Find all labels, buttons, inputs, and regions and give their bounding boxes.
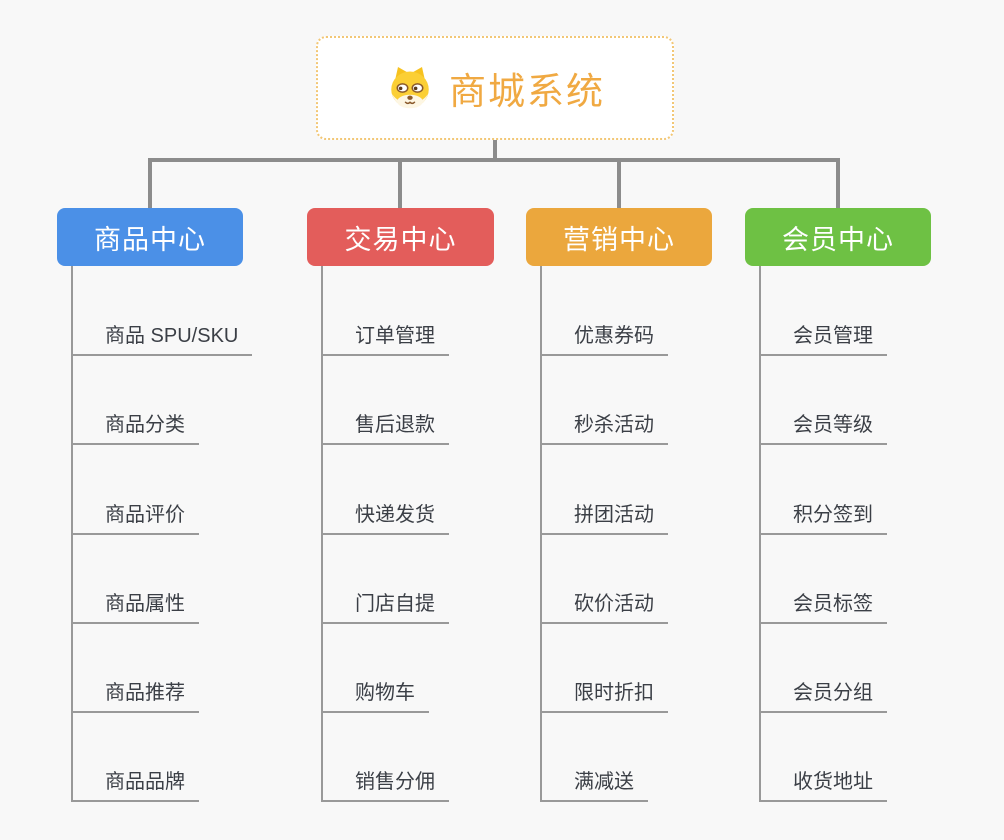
topic-node[interactable]: 商品属性 xyxy=(71,588,199,624)
topic-node[interactable]: 拼团活动 xyxy=(540,499,668,535)
branch-node-trade-center[interactable]: 交易中心 xyxy=(307,208,494,266)
topic-node[interactable]: 会员标签 xyxy=(759,588,887,624)
topic-node[interactable]: 会员分组 xyxy=(759,677,887,713)
topic-node[interactable]: 限时折扣 xyxy=(540,677,668,713)
root-title: 商城系统 xyxy=(449,71,605,112)
topic-node[interactable]: 订单管理 xyxy=(321,320,449,356)
topic-node[interactable]: 门店自提 xyxy=(321,588,449,624)
topic-node[interactable]: 会员管理 xyxy=(759,320,887,356)
drop-connector-2 xyxy=(398,158,402,208)
topic-node[interactable]: 快递发货 xyxy=(321,499,449,535)
topic-node[interactable]: 会员等级 xyxy=(759,409,887,445)
branch-node-member-center[interactable]: 会员中心 xyxy=(745,208,931,266)
topic-node[interactable]: 售后退款 xyxy=(321,409,449,445)
topic-node[interactable]: 商品品牌 xyxy=(71,766,199,802)
topic-node[interactable]: 满减送 xyxy=(540,766,648,802)
root-stem-connector xyxy=(493,140,497,160)
topic-node[interactable]: 砍价活动 xyxy=(540,588,668,624)
bus-connector xyxy=(148,158,840,162)
topic-node[interactable]: 积分签到 xyxy=(759,499,887,535)
drop-connector-4 xyxy=(836,158,840,208)
root-node[interactable]: 商城系统 xyxy=(316,36,674,140)
topic-node[interactable]: 购物车 xyxy=(321,677,429,713)
shiba-dog-icon xyxy=(391,67,429,109)
topic-node[interactable]: 秒杀活动 xyxy=(540,409,668,445)
branch-node-product-center[interactable]: 商品中心 xyxy=(57,208,243,266)
topic-node[interactable]: 收货地址 xyxy=(759,766,887,802)
topic-node[interactable]: 优惠券码 xyxy=(540,320,668,356)
drop-connector-3 xyxy=(617,158,621,208)
topic-node[interactable]: 商品 SPU/SKU xyxy=(71,320,253,356)
topic-node[interactable]: 商品推荐 xyxy=(71,677,199,713)
topic-node[interactable]: 商品分类 xyxy=(71,409,199,445)
topic-node[interactable]: 商品评价 xyxy=(71,499,199,535)
topic-node[interactable]: 销售分佣 xyxy=(321,766,449,802)
drop-connector-1 xyxy=(148,158,152,208)
branch-node-marketing-center[interactable]: 营销中心 xyxy=(526,208,712,266)
